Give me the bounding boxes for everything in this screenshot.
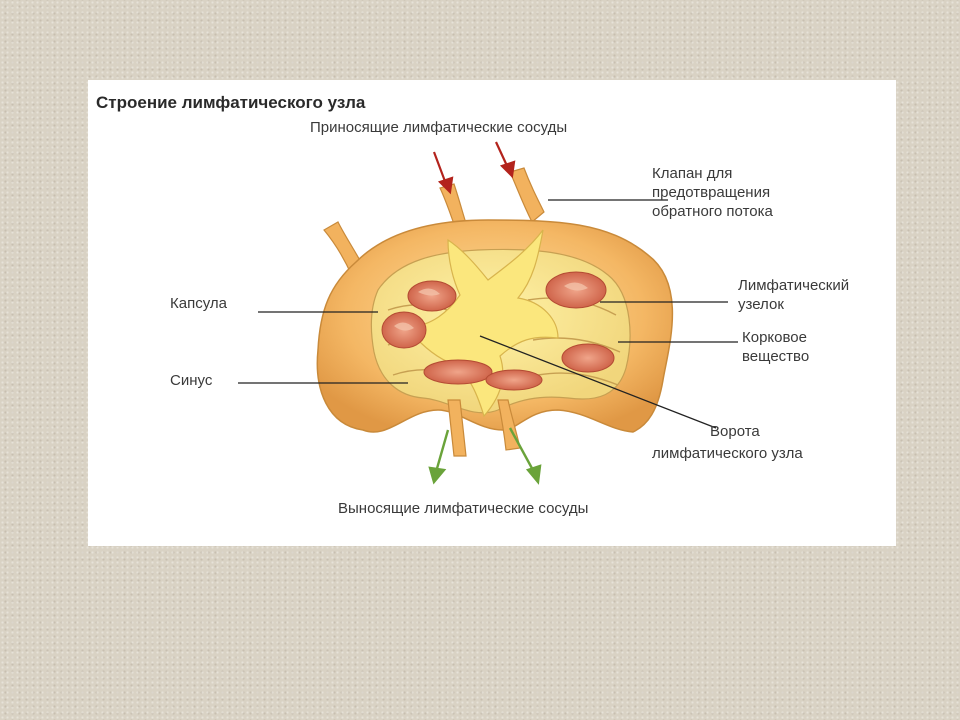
label-valve-line3: обратного потока: [652, 203, 774, 220]
label-capsule: Капсула: [170, 295, 228, 312]
label-valve-line2: предотвращения: [652, 184, 770, 201]
label-efferent: Выносящие лимфатические сосуды: [338, 500, 588, 517]
nodule: [423, 359, 493, 385]
nodule: [407, 280, 457, 312]
label-cortex-line2: вещество: [742, 348, 809, 365]
diagram-title: Строение лимфатического узла: [96, 93, 366, 112]
label-valve-line1: Клапан для: [652, 165, 732, 182]
label-sinus: Синус: [170, 372, 213, 389]
label-nodule-line1: Лимфатический: [738, 277, 849, 294]
lymphatic-nodules: [381, 271, 615, 391]
afferent-arrows: [432, 141, 516, 195]
label-nodule-line2: узелок: [738, 296, 784, 313]
nodule: [561, 343, 615, 373]
label-afferent: Приносящие лимфатические сосуды: [310, 119, 567, 136]
slide-panel: Строение лимфатического узла: [88, 80, 896, 546]
nodule: [485, 369, 543, 391]
label-hilum-line2: лимфатического узла: [652, 445, 803, 462]
label-cortex-line1: Корковое: [742, 329, 807, 346]
efferent-arrows: [428, 427, 542, 485]
label-hilum-line1: Ворота: [710, 423, 760, 440]
leader-lines: [238, 199, 738, 429]
lymph-node-diagram: Строение лимфатического узла: [96, 93, 849, 517]
